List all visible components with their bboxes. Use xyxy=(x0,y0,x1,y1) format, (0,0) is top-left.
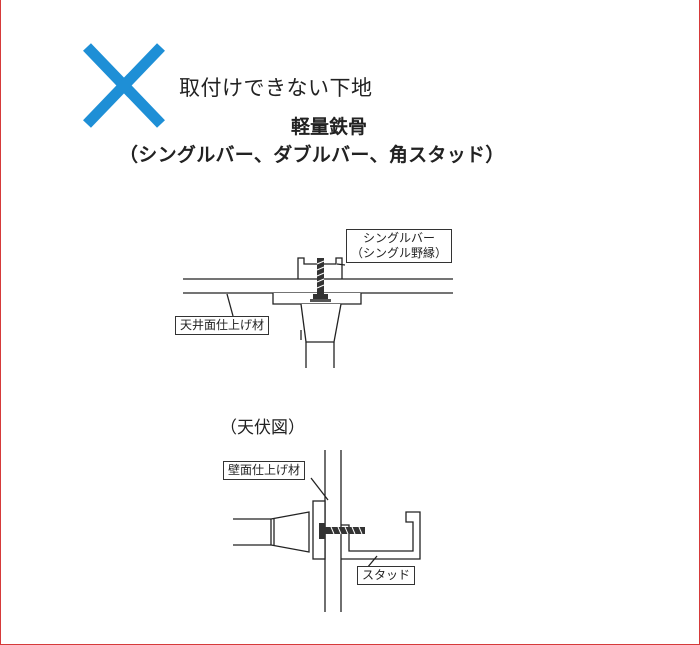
subheading-detail: （シングルバー、ダブルバー、角スタッド） xyxy=(119,144,505,166)
top-view-title: （天伏図） xyxy=(220,418,305,438)
heading-title: 取付けできない下地 xyxy=(179,76,373,100)
callout-wall-finish: 壁面仕上げ材 xyxy=(223,461,306,480)
single-bar-sublabel: （シングル野縁） xyxy=(351,246,448,260)
screw-icon xyxy=(310,258,331,302)
screw-icon xyxy=(319,523,365,539)
subheading: 軽量鉄骨 xyxy=(290,116,367,138)
single-bar-label: シングルバー xyxy=(363,231,436,245)
callout-stud: スタッド xyxy=(357,566,416,585)
callout-single-bar: シングルバー （シングル野縁） xyxy=(346,229,453,263)
callout-ceiling-finish: 天井面仕上げ材 xyxy=(175,316,270,335)
